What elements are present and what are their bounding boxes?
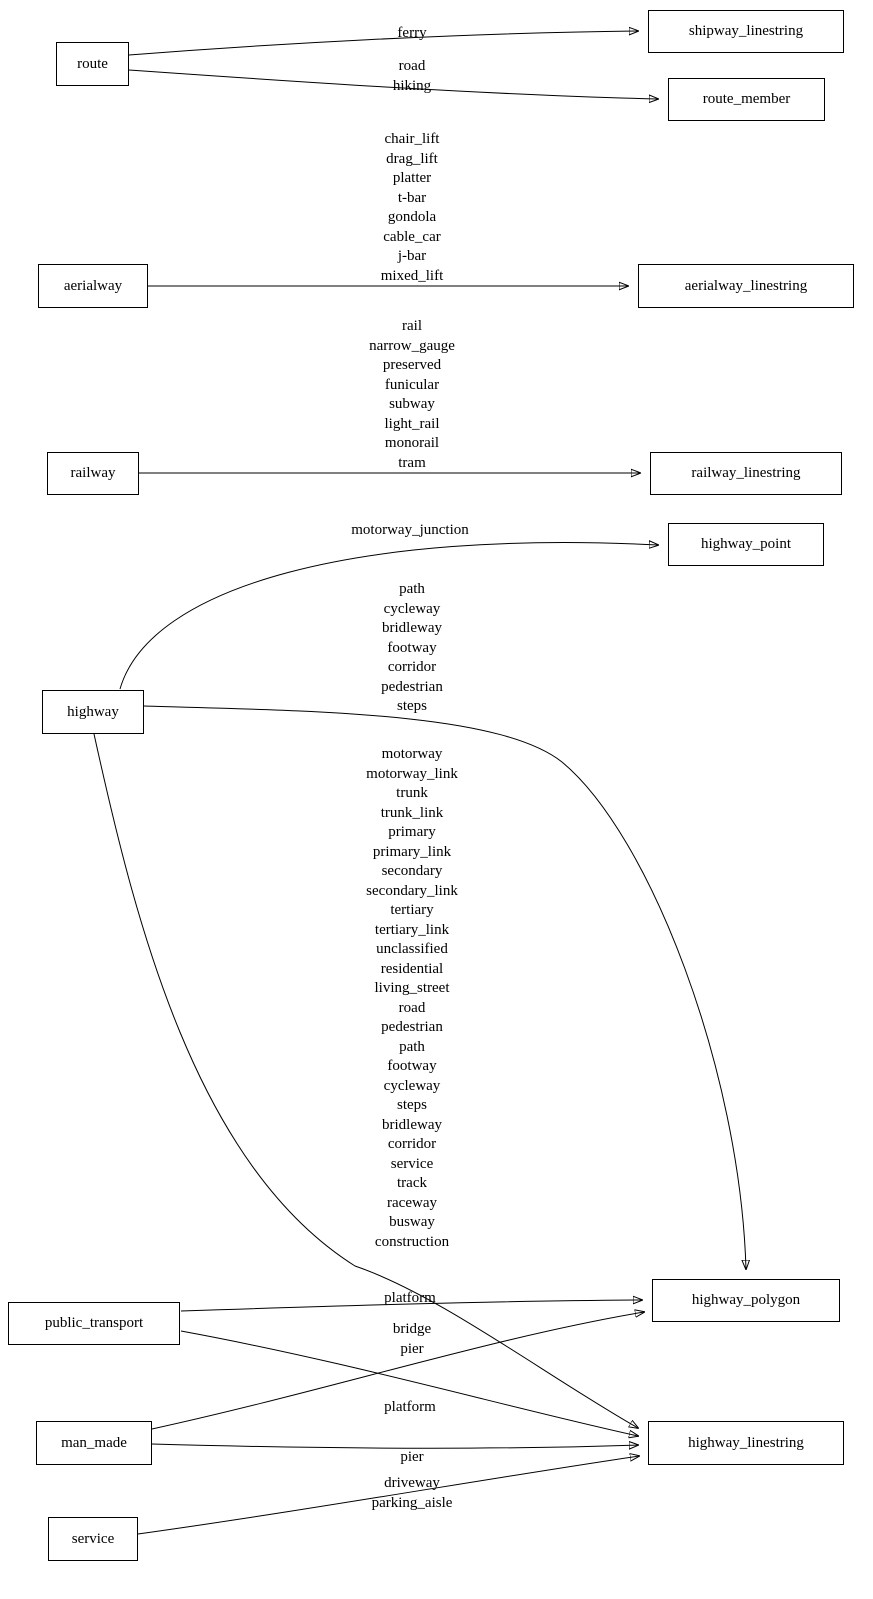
node-aerialway-linestring: aerialway_linestring [638, 264, 854, 308]
node-route: route [56, 42, 129, 86]
edge-highway-to-highway-linestring [93, 733, 638, 1428]
edge-label-road-hiking: road hiking [392, 58, 432, 94]
node-route-member: route_member [668, 78, 825, 121]
node-highway-linestring: highway_linestring [648, 1421, 844, 1465]
edge-man-made-to-highway-polygon [151, 1312, 644, 1430]
edge-highway-to-highway-polygon [143, 705, 746, 1269]
edge-label-highway-polygon-types: path cycleway bridleway footway corridor… [381, 581, 443, 714]
node-service: service [48, 1517, 138, 1561]
edge-route-to-shipway-linestring [128, 31, 638, 56]
edge-public-transport-to-highway-linestring [180, 1330, 638, 1436]
edge-label-aerialway-types: chair_lift drag_lift platter t-bar gondo… [380, 131, 444, 284]
node-highway-point: highway_point [668, 523, 824, 566]
edge-label-ferry: ferry [397, 25, 427, 41]
node-aerialway: aerialway [38, 264, 148, 308]
edge-highway-to-highway-point [119, 543, 658, 690]
node-man-made: man_made [36, 1421, 152, 1465]
edge-label-platform-linestring: platform [384, 1399, 436, 1415]
edge-route-to-route-member [128, 69, 658, 99]
edge-label-bridge-pier: bridge pier [392, 1321, 432, 1357]
node-railway: railway [47, 452, 139, 495]
edge-label-highway-linestring-types: motorway motorway_link trunk trunk_link … [366, 746, 458, 1250]
node-shipway-linestring: shipway_linestring [648, 10, 844, 53]
node-highway-polygon: highway_polygon [652, 1279, 840, 1322]
edge-label-platform-polygon: platform [384, 1290, 436, 1306]
node-public-transport: public_transport [8, 1302, 180, 1345]
edge-label-pier-linestring: pier [400, 1449, 424, 1465]
edge-service-to-highway-linestring [137, 1456, 639, 1535]
node-railway-linestring: railway_linestring [650, 452, 842, 495]
edge-label-railway-types: rail narrow_gauge preserved funicular su… [369, 318, 455, 471]
edge-label-driveway-parking-aisle: driveway parking_aisle [371, 1475, 453, 1511]
edge-public-transport-to-highway-polygon [180, 1300, 642, 1312]
edge-man-made-to-highway-linestring [151, 1444, 638, 1448]
node-highway: highway [42, 690, 144, 734]
edge-label-motorway-junction: motorway_junction [351, 522, 469, 538]
